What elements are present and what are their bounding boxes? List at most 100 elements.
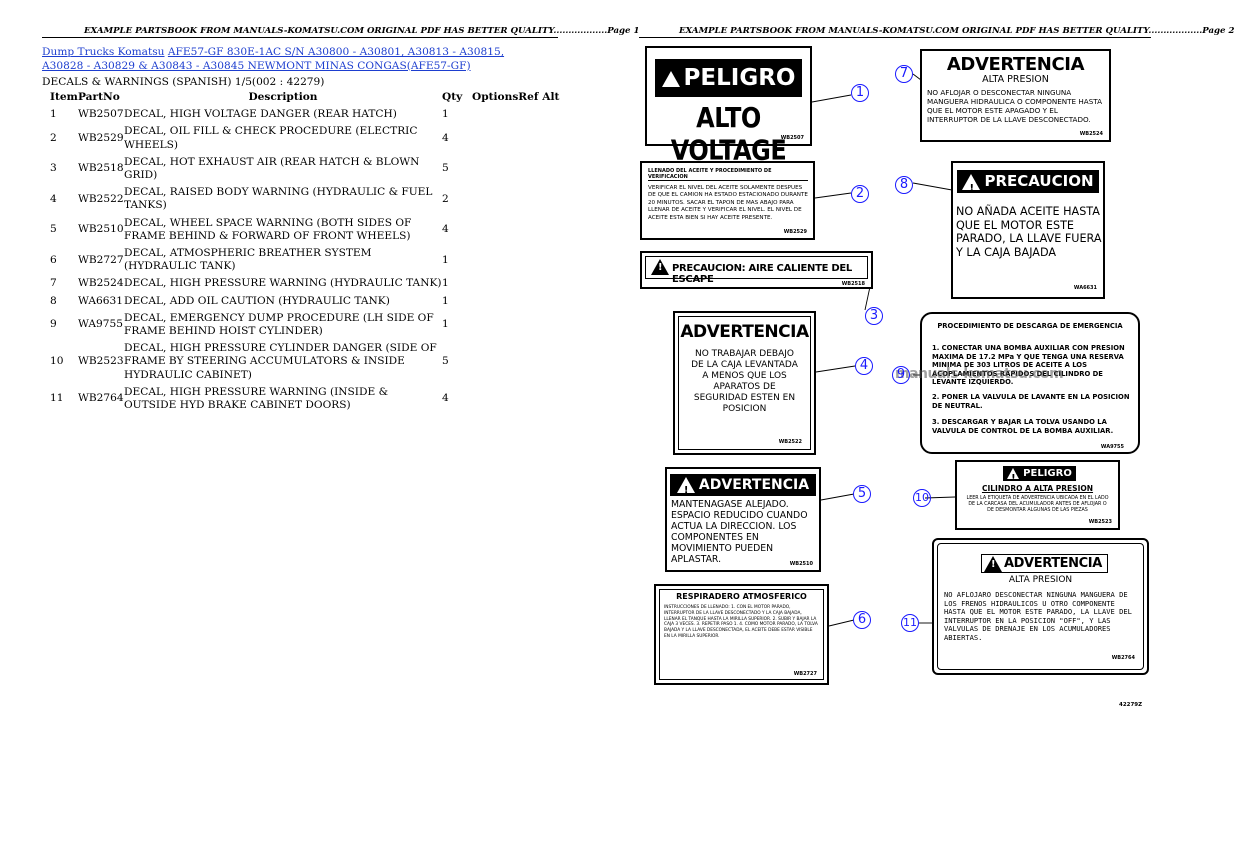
col-alt: Alt: [542, 91, 560, 103]
cell-options: [472, 215, 518, 245]
page-banner: EXAMPLE PARTSBOOK FROM MANUALS-KOMATSU.C…: [679, 26, 1234, 36]
col-description: Description: [248, 91, 318, 103]
decal-high-pressure: ADVERTENCIA ALTA PRESION NO AFLOJAR O DE…: [920, 49, 1111, 142]
cell-description: DECAL, ADD OIL CAUTION (HYDRAULIC TANK): [124, 294, 390, 307]
decal-hot-exhaust: PRECAUCION: AIRE CALIENTE DEL ESCAPE WB2…: [640, 251, 873, 289]
cell-alt: [542, 106, 562, 123]
cell-alt: [542, 245, 562, 275]
cell-ref: [518, 384, 542, 414]
callout-6: 6: [853, 611, 871, 629]
divider: [639, 37, 1151, 38]
decal-code: WB2529: [783, 229, 807, 235]
decal-add-oil-caution: PRECAUCION NO AÑADA ACEITE HASTA QUE EL …: [951, 161, 1105, 299]
callout-7: 7: [895, 65, 913, 83]
callout-8: 8: [895, 176, 913, 194]
cell-alt: [542, 275, 562, 292]
breadcrumb-link-catalog[interactable]: Dump Trucks Komatsu: [42, 46, 165, 58]
parts-table: Item PartNo Description Qty Options Ref …: [42, 91, 562, 414]
cell-ref: [518, 275, 542, 292]
cell-options: [472, 184, 518, 214]
decal-code: WB2518: [841, 281, 865, 287]
cell-partno: WB2518: [78, 162, 124, 175]
cell-description: DECAL, HOT EXHAUST AIR (REAR HATCH & BLO…: [124, 155, 420, 182]
cell-ref: [518, 215, 542, 245]
cell-item: 1: [50, 108, 57, 121]
cell-description: DECAL, HIGH PRESSURE WARNING (INSIDE & O…: [124, 385, 389, 412]
callout-1: 1: [851, 84, 869, 102]
warning-triangle-icon: [1007, 467, 1020, 486]
warning-triangle-icon: [651, 259, 669, 275]
decal-raised-body: ADVERTENCIA NO TRABAJAR DEBAJO DE LA CAJ…: [673, 311, 816, 455]
cell-description: DECAL, HIGH PRESSURE CYLINDER DANGER (SI…: [124, 342, 437, 381]
drawing-number: 42279Z: [1119, 702, 1143, 708]
cell-partno: WB2523: [78, 355, 124, 368]
decal-text: VERIFICAR EL NIVEL DEL ACEITE SOLAMENTE …: [648, 185, 808, 221]
cell-ref: [518, 123, 542, 153]
decal-text: NO TRABAJAR DEBAJO DE LA CAJA LEVANTADA …: [691, 349, 798, 414]
cell-options: [472, 384, 518, 414]
decal-title: PROCEDIMIENTO DE DESCARGA DE EMERGENCIA: [937, 322, 1123, 330]
decal-code: WB2524: [1079, 131, 1103, 137]
parts-list-page: EXAMPLE PARTSBOOK FROM MANUALS-KOMATSU.C…: [0, 0, 639, 842]
decal-atmospheric-breather: RESPIRADERO ATMOSFERICO INSTRUCCIONES DE…: [654, 584, 829, 685]
decal-wheel-space: ADVERTENCIA MANTENAGASE ALEJADO. ESPACIO…: [665, 467, 821, 572]
cell-item: 2: [50, 132, 57, 144]
cell-options: [472, 154, 518, 184]
cell-partno: WB2522: [78, 192, 124, 205]
decal-step: 3. DESCARGAR Y BAJAR LA TOLVA USANDO LA …: [932, 418, 1114, 435]
decal-title: ADVERTENCIA: [680, 322, 809, 342]
cell-alt: [542, 215, 562, 245]
cell-qty: 2: [442, 192, 449, 205]
decal-code: WB2764: [1111, 655, 1135, 661]
decal-title: ADVERTENCIA: [698, 477, 810, 493]
warning-triangle-icon: [984, 556, 1002, 572]
decal-step: 2. PONER LA VALVULA DE LAVANTE EN LA POS…: [932, 393, 1130, 410]
decal-text: PRECAUCION: AIRE CALIENTE DEL ESCAPE: [672, 263, 852, 285]
decal-text: ALTO VOLTAGE: [670, 101, 787, 167]
cell-item: 10: [50, 355, 64, 368]
cell-options: [472, 340, 518, 384]
cell-item: 6: [50, 253, 57, 266]
decal-text: NO AÑADA ACEITE HASTA QUE EL MOTOR ESTE …: [956, 205, 1102, 259]
cell-ref: [518, 106, 542, 123]
watermark: manuals-komatsu.com: [895, 366, 1064, 382]
cell-description: DECAL, OIL FILL & CHECK PROCEDURE (ELECT…: [124, 125, 418, 151]
cell-qty: 1: [442, 108, 449, 121]
decal-high-voltage: PELIGRO ALTO VOLTAGE WB2507: [645, 46, 812, 166]
cell-partno: WB2727: [78, 253, 124, 266]
col-partno: PartNo: [78, 91, 120, 103]
cell-options: [472, 293, 518, 310]
decal-text: LEER LA ETIQUETA DE ADVERTENCIA UBICADA …: [966, 496, 1109, 513]
cell-description: DECAL, EMERGENCY DUMP PROCEDURE (LH SIDE…: [124, 311, 434, 338]
cell-item: 4: [50, 192, 57, 205]
cell-options: [472, 123, 518, 153]
decal-text: LLENADO DEL ACEITE Y PROCEDIMIENTO DE VE…: [648, 168, 808, 181]
decal-code: WB2523: [1088, 519, 1112, 525]
cell-ref: [518, 184, 542, 214]
cell-ref: [518, 245, 542, 275]
decal-code: WB2727: [793, 671, 817, 677]
callout-10: 10: [913, 489, 931, 507]
cell-options: [472, 106, 518, 123]
decal-step: 1. CONECTAR UNA BOMBA AUXILIAR CON PRESI…: [932, 344, 1125, 387]
decal-cylinder-danger: PELIGRO CILINDRO A ALTA PRESION LEER LA …: [955, 460, 1120, 530]
breadcrumb-link-model[interactable]: AFE57-GF 830E-1AC S/N A30800 - A30801, A…: [42, 46, 505, 72]
cell-item: 11: [50, 392, 64, 405]
cell-partno: WB2510: [78, 223, 124, 236]
cell-ref: [518, 310, 542, 340]
cell-partno: WB2764: [78, 392, 124, 405]
section-title: DECALS & WARNINGS (SPANISH) 1/5(002 : 42…: [42, 76, 325, 88]
cell-partno: WB2529: [78, 132, 124, 144]
callout-4: 4: [855, 357, 873, 375]
decal-subtitle: ALTA PRESION: [982, 74, 1049, 85]
cell-ref: [518, 340, 542, 384]
col-options: Options: [472, 91, 519, 103]
